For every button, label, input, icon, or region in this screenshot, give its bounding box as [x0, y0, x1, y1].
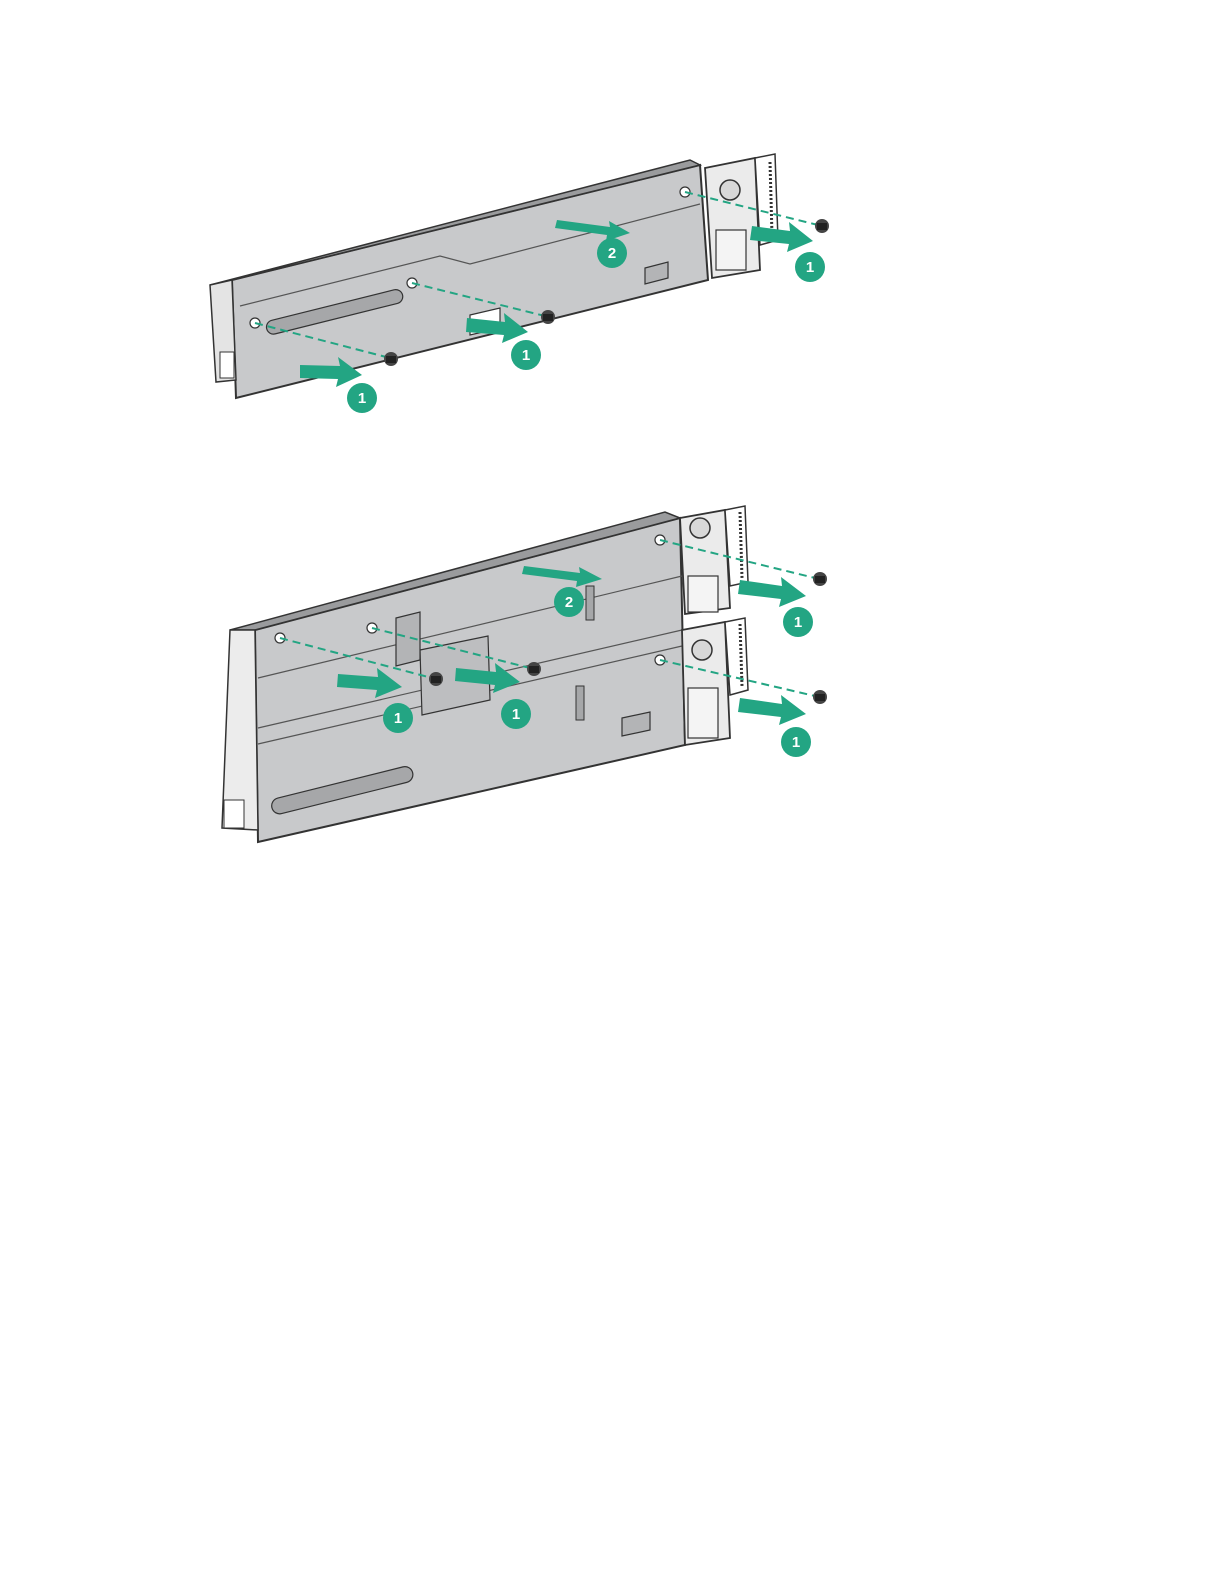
callout-badge: 1 [781, 727, 811, 757]
screw-icon [429, 672, 443, 686]
riser-cage-illustration-double: 1 1 1 1 2 [0, 490, 1224, 860]
riser-tray-body [232, 165, 708, 398]
callout-badge: 1 [347, 383, 377, 413]
screw-icon [527, 662, 541, 676]
callout-label: 1 [394, 710, 402, 727]
callout-label: 1 [794, 614, 802, 631]
riser-thumbscrew [720, 180, 740, 200]
riser-latch [688, 688, 718, 738]
screw-icon [813, 572, 827, 586]
screw-icon [384, 352, 398, 366]
callout-badge: 1 [511, 340, 541, 370]
callout-badge: 1 [383, 703, 413, 733]
arrow-right-icon [738, 577, 806, 607]
screw-icon [815, 219, 829, 233]
callout-badge: 2 [597, 238, 627, 268]
callout-label: 2 [565, 594, 573, 611]
riser-tray-slot-small [586, 586, 594, 620]
screw-icon [541, 310, 555, 324]
riser-latch [716, 230, 746, 270]
callout-label: 1 [358, 390, 366, 407]
riser-left-connector [224, 800, 244, 828]
callout-label: 1 [522, 347, 530, 364]
callout-label: 2 [608, 245, 616, 262]
connector-pins [740, 512, 742, 578]
riser-left-connector [220, 352, 234, 378]
riser-cage-illustration-single: 1 1 1 2 [0, 130, 1224, 430]
riser-thumbscrew [690, 518, 710, 538]
callout-badge: 2 [554, 587, 584, 617]
arrow-right-icon [738, 695, 806, 725]
riser-cage-diagram-double: 1 1 1 1 2 [0, 490, 1224, 860]
riser-thumbscrew [692, 640, 712, 660]
callout-label: 1 [512, 706, 520, 723]
callout-label: 1 [806, 259, 814, 276]
callout-badge: 1 [795, 252, 825, 282]
riser-latch [688, 576, 718, 612]
riser-tray-slot-small [576, 686, 584, 720]
riser-cage-diagram-single: 1 1 1 2 [0, 130, 1224, 430]
callout-badge: 1 [783, 607, 813, 637]
callout-badge: 1 [501, 699, 531, 729]
callout-label: 1 [792, 734, 800, 751]
screw-icon [813, 690, 827, 704]
